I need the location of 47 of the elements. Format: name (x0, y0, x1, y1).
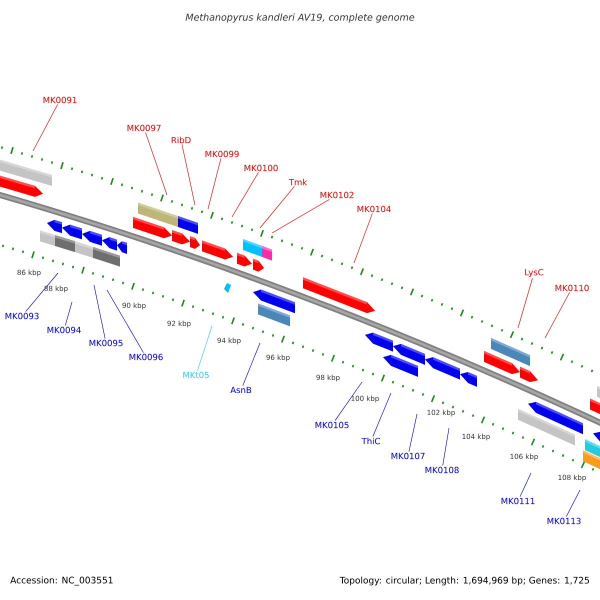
leader-line (272, 199, 330, 234)
title: Methanopyrus kandleri AV19, complete genome (186, 13, 414, 23)
leader-line (334, 382, 362, 421)
leader-line (208, 158, 222, 210)
leader-line (182, 144, 196, 206)
leader-line (260, 186, 295, 228)
gene-label: MK0102 (320, 192, 354, 198)
gene-label: AsnB (230, 386, 252, 394)
gene-label: MK0100 (244, 164, 278, 172)
gene-label: MK0095 (90, 340, 123, 346)
gene-label: ThiC (362, 438, 380, 444)
leader-line (566, 490, 580, 517)
gene-label: MKt05 (183, 372, 209, 378)
gene-label: MK0097 (128, 124, 161, 132)
leader-line (197, 326, 212, 371)
leader-line (354, 213, 373, 264)
genome-info-text: Topology: circular; Length: 1,694,969 bp; Genes: 1,725 (340, 576, 590, 586)
gene-label: MK0094 (48, 326, 81, 334)
leader-line (520, 472, 532, 497)
gene-label: MK0093 (6, 312, 39, 320)
gene-label: MK0107 (392, 452, 425, 460)
leader-line (518, 278, 533, 328)
gene-label: MK0096 (130, 354, 163, 360)
gene-label: MK0091 (44, 96, 76, 104)
gene-label: LysC (525, 268, 544, 278)
leader-line (232, 172, 259, 218)
leader-line (408, 414, 418, 452)
leader-line (64, 302, 72, 326)
leader-line (145, 132, 168, 196)
leader-line (32, 104, 58, 152)
leader-line (372, 392, 392, 437)
gene-label: MK0099 (206, 150, 239, 158)
leader-line (94, 284, 106, 339)
gene-label: MK0105 (316, 422, 349, 428)
gene-label: MK0108 (426, 466, 459, 474)
gene-label: MK0111 (502, 498, 534, 504)
leader-line (242, 342, 260, 386)
leader-line (106, 290, 144, 353)
gene-label: RibD (172, 136, 191, 144)
gene-label: Tmk (288, 178, 308, 186)
leader-line (25, 272, 58, 312)
gene-label: MK0113 (548, 518, 581, 524)
leader-line (442, 428, 450, 466)
gene-label: MK0110 (556, 284, 589, 292)
leader-line (544, 292, 570, 338)
gene-label: MK0104 (358, 206, 391, 212)
accession-text: Accession: NC_003551 (10, 576, 113, 586)
